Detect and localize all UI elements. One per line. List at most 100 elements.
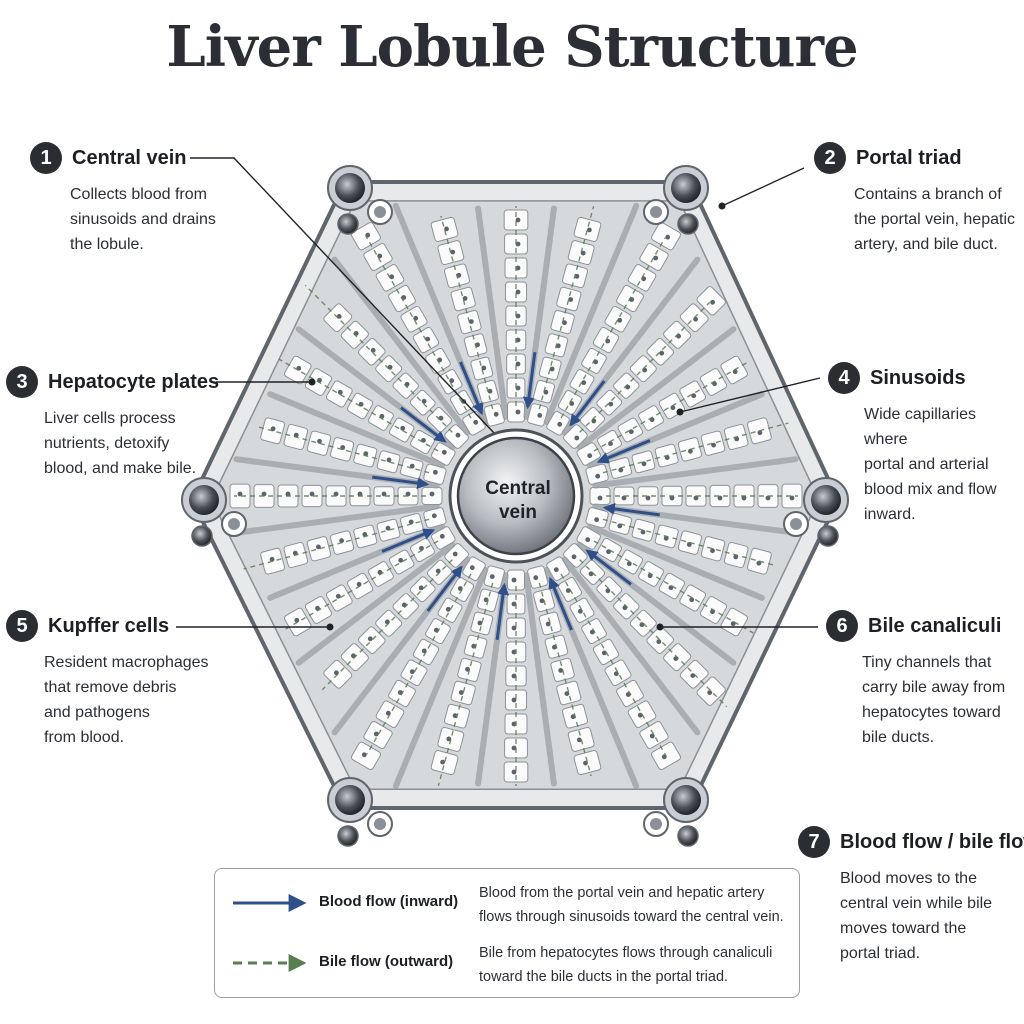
callout-number-badge: 5: [6, 610, 38, 642]
hepatocyte-nucleus: [357, 491, 363, 497]
bile-canaliculus: [365, 235, 472, 419]
blood-flow-arrow: [523, 352, 537, 410]
hepatocyte-nucleus: [339, 538, 344, 544]
portal-triad: [327, 777, 393, 847]
hepatocyte-nucleus: [565, 588, 571, 593]
callout-leader-dot: [676, 408, 684, 416]
hepatocyte-nucleus: [385, 525, 391, 531]
hepatocyte-nucleus: [574, 435, 580, 441]
central-vein-label-line1: Central: [485, 478, 550, 499]
callout-desc-line: and pathogens: [44, 704, 150, 721]
callout-number-badge: 1: [30, 142, 62, 174]
callout-desc-line: nutrients, detoxify: [44, 435, 170, 452]
hepatic-artery: [677, 825, 699, 847]
hepatocyte-nucleus: [765, 495, 771, 501]
hepatocyte-nucleus: [710, 548, 715, 554]
hepatocyte-nucleus: [425, 336, 431, 342]
hepatocyte-nucleus: [537, 413, 543, 418]
hepatocyte-nucleus: [539, 598, 545, 604]
hepatocyte-nucleus: [386, 457, 392, 463]
hepatocyte-nucleus: [585, 537, 591, 543]
hepatocyte-nucleus: [468, 319, 474, 324]
bile-canaliculus: [285, 540, 439, 630]
portal-vein: [335, 785, 365, 815]
hepatocyte-nucleus: [309, 491, 315, 497]
callout-desc-line: Blood moves to the: [840, 870, 977, 887]
hepatocyte-nucleus: [637, 712, 643, 718]
portal-vein: [811, 485, 841, 515]
hepatocyte-nucleus: [515, 265, 521, 271]
callout-desc-line: sinusoids and drains: [70, 211, 216, 228]
hepatocyte-nucleus: [613, 671, 619, 677]
bile-duct-lumen: [374, 818, 386, 830]
hepatocyte-nucleus: [571, 554, 577, 560]
legend-swatch-bile-arrow: [233, 954, 307, 972]
hepatocyte-nucleus: [511, 601, 517, 607]
bile-canaliculus: [579, 559, 728, 708]
bile-canaliculus: [366, 573, 472, 755]
hepatocyte-nucleus: [421, 398, 427, 404]
hepatocyte-nucleus: [440, 759, 445, 765]
callout-desc-line: central vein while bile: [840, 895, 993, 912]
hepatocyte-nucleus: [367, 636, 373, 642]
hepatocyte-nucleus: [533, 575, 539, 581]
hepatocyte-nucleus: [431, 513, 437, 519]
legend-row-blood: Blood flow (inward) Blood from the porta…: [215, 873, 799, 929]
page-title: Liver Lobule Structure: [166, 14, 858, 80]
callout-desc-line: the portal vein, hepatic: [854, 211, 1015, 228]
callout-label: Sinusoids: [870, 366, 966, 389]
hepatocyte-nucleus: [587, 453, 593, 459]
callout-desc-line: Wide capillaries where: [864, 406, 977, 448]
hepatocyte-nucleus: [711, 442, 716, 448]
hepatocyte-nucleus: [408, 519, 414, 525]
portal-triad: [181, 477, 247, 547]
blood-flow-arrow: [381, 528, 436, 553]
hepatocyte-nucleus: [707, 690, 713, 695]
hepatocyte-nucleus: [373, 731, 379, 737]
portal-vein: [671, 785, 701, 815]
bile-canaliculus: [579, 301, 711, 433]
hepatocyte-nucleus: [418, 585, 424, 591]
hepatocyte-nucleus: [511, 745, 517, 751]
hepatocyte-nucleus: [433, 469, 438, 475]
bile-canaliculus: [304, 284, 453, 433]
bile-duct-lumen: [228, 518, 240, 530]
hepatocyte-nucleus: [316, 544, 321, 550]
hepatocyte-nucleus: [515, 241, 521, 247]
hepatocyte-nucleus: [576, 737, 582, 743]
callout-label: Bile canaliculi: [868, 614, 1002, 637]
sinusoid-channel: [576, 326, 737, 451]
hepatocyte-nucleus: [564, 691, 570, 696]
bile-duct-lumen: [374, 206, 386, 218]
hepatocyte-nucleus: [487, 388, 493, 394]
hepatocyte-nucleus: [717, 495, 723, 501]
callout-desc-line: bile ducts.: [862, 729, 935, 746]
hepatocyte-nucleus: [473, 419, 479, 425]
hepatocyte-nucleus: [608, 441, 613, 447]
hepatocyte-nucleus: [515, 361, 521, 367]
hepatocyte-nucleus: [617, 317, 623, 323]
hepatocyte-nucleus: [665, 234, 671, 240]
hepatocyte-nucleus: [261, 491, 267, 497]
bile-duct-lumen: [650, 818, 662, 830]
legend-box: Blood flow (inward) Blood from the porta…: [214, 868, 800, 998]
hepatocyte-nucleus: [656, 639, 662, 645]
hepatocyte-nucleus: [626, 561, 632, 567]
portal-vein: [189, 485, 219, 515]
portal-vein: [335, 173, 365, 203]
hepatic-artery: [337, 213, 359, 235]
hepatocyte-nucleus: [409, 669, 415, 675]
legend-desc-line: Blood from the portal vein and hepatic a…: [479, 885, 765, 901]
bile-canaliculus: [437, 582, 494, 786]
hepatocyte-nucleus: [515, 313, 521, 319]
hepatocyte-nucleus: [370, 347, 376, 353]
hepatocyte-nucleus: [568, 297, 574, 302]
callout-leader-dot: [308, 378, 316, 386]
sinusoid-channel: [523, 572, 557, 787]
sinusoid-channel: [561, 556, 701, 736]
callout-desc-line: Liver cells process: [44, 410, 176, 427]
bile-canaliculus: [602, 518, 774, 566]
